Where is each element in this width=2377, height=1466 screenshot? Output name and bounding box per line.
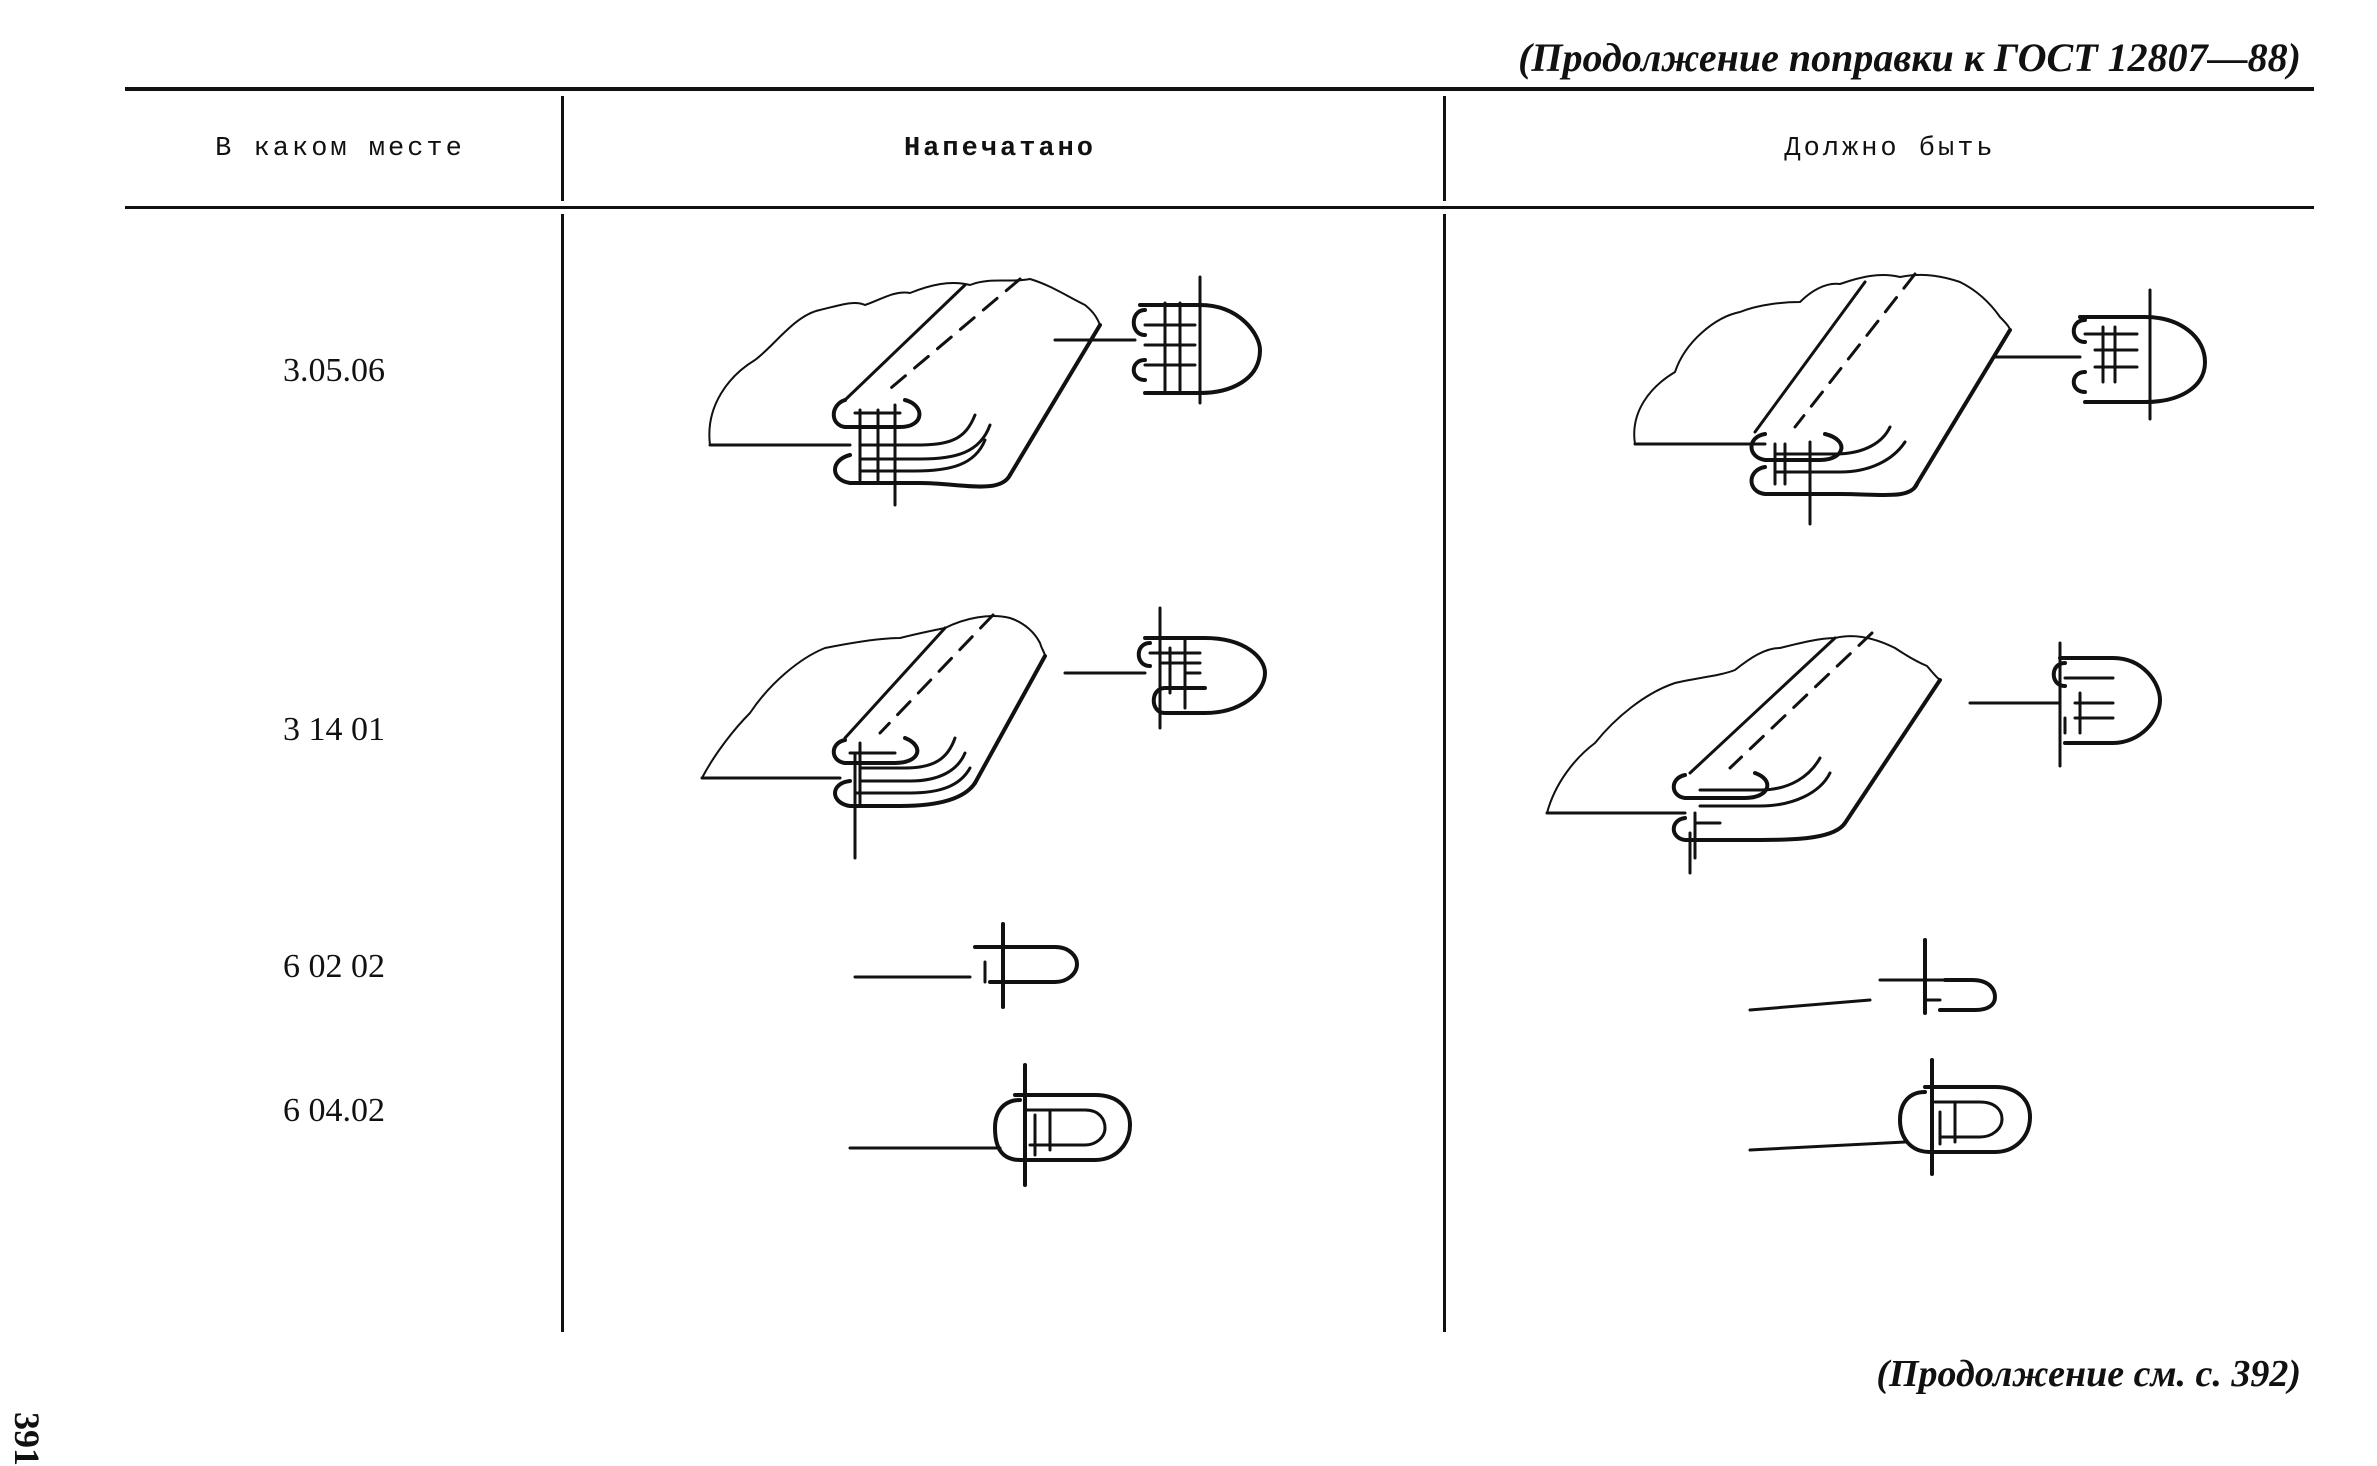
row-place-label: 3.05.06 [283,352,385,389]
column-header-correct: Должно быть [1784,134,1996,164]
column-divider [1443,214,1446,1332]
continuation-footer: (Продолжение см. с. 392) [1876,1353,2301,1395]
seam-diagram-correct [1625,262,2225,532]
table-top-rule [125,87,2314,91]
table-header-rule [125,206,2314,209]
column-divider [1443,96,1446,201]
seam-diagram-printed [845,912,1105,1012]
continuation-header: (Продолжение поправки к ГОСТ 12807—88) [1518,35,2301,80]
row-place-label: 6 04.02 [283,1092,385,1129]
seam-diagram-correct [1740,1052,2040,1182]
column-header-place: В каком месте [215,134,465,164]
row-place-label: 3 14 01 [283,711,385,748]
seam-diagram-printed [700,265,1300,525]
seam-diagram-printed [840,1060,1160,1190]
page-number: 391 [7,1412,47,1466]
seam-diagram-correct [1535,618,2215,888]
seam-diagram-printed [690,598,1290,860]
seam-diagram-correct [1740,925,2020,1025]
column-header-printed: Напечатано [903,134,1097,164]
column-divider [561,214,564,1332]
row-place-label: 6 02 02 [283,948,385,985]
column-divider [561,96,564,201]
